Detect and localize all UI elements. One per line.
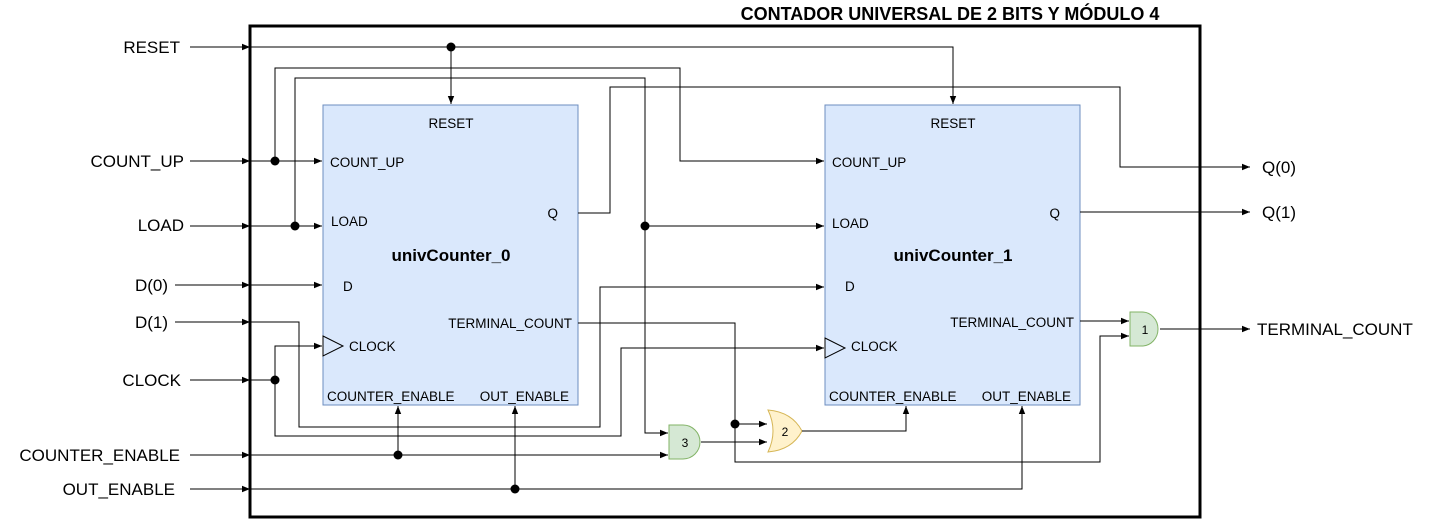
- and-gate-1-label: 1: [1142, 323, 1149, 337]
- counter-1-pin-out-enable: OUT_ENABLE: [982, 389, 1071, 404]
- counter-0-pin-clock: CLOCK: [349, 339, 396, 354]
- input-label-load: LOAD: [138, 216, 184, 235]
- input-label-d1: D(1): [135, 313, 168, 332]
- wire-clock-to-c1: [274, 344, 824, 437]
- input-label-out-enable: OUT_ENABLE: [63, 480, 175, 499]
- or-gate-2-label: 2: [782, 425, 789, 439]
- counter-0-block[interactable]: [322, 104, 579, 406]
- output-label-q1: Q(1): [1262, 203, 1296, 222]
- junction-dot: [730, 419, 740, 429]
- counter-0-pin-count-up: COUNT_UP: [330, 155, 404, 170]
- counter-0-pin-out-enable: OUT_ENABLE: [480, 389, 569, 404]
- wire-or2-to-c1-enable: [802, 406, 910, 432]
- wire-load-to-and3: [294, 77, 668, 437]
- counter-1-pin-load: LOAD: [832, 216, 869, 231]
- counter-1-pin-reset: RESET: [930, 116, 975, 131]
- and-gate-1[interactable]: [1129, 311, 1159, 347]
- counter-0-pin-terminal-count: TERMINAL_COUNT: [448, 316, 572, 331]
- input-label-count-up: COUNT_UP: [90, 152, 184, 171]
- junction-dot: [270, 156, 280, 166]
- counter-0-pin-load: LOAD: [331, 214, 368, 229]
- output-label-terminal-count: TERMINAL_COUNT: [1257, 320, 1413, 339]
- wire-tc0-to-and1: [578, 322, 1129, 463]
- junction-dot: [510, 484, 520, 494]
- counter-1-pin-d: D: [845, 279, 855, 294]
- counter-1-block[interactable]: [824, 104, 1081, 406]
- output-label-q0: Q(0): [1262, 158, 1296, 177]
- counter-1-pin-counter-enable: COUNTER_ENABLE: [829, 389, 957, 404]
- counter-0-pin-q: Q: [547, 206, 558, 221]
- wire-d1-to-c1: [250, 283, 824, 428]
- diagram-title: CONTADOR UNIVERSAL DE 2 BITS Y MÓDULO 4: [741, 3, 1160, 24]
- wire-reset-to-c1: [250, 46, 957, 104]
- junction-dot: [393, 450, 403, 460]
- input-label-reset: RESET: [123, 38, 180, 57]
- wire-count-up-to-c1: [274, 67, 824, 165]
- counter-1-name: univCounter_1: [893, 246, 1012, 265]
- wire-q0-out: [578, 86, 1250, 214]
- counter-1-pin-clock: CLOCK: [851, 339, 898, 354]
- counter-0-name: univCounter_0: [391, 246, 510, 265]
- clock-triangle-icon: [824, 337, 847, 359]
- and-gate-3-label: 3: [682, 436, 689, 450]
- counter-0-pin-d: D: [343, 279, 353, 294]
- module-border: [248, 24, 1202, 519]
- input-label-d0: D(0): [135, 276, 168, 295]
- clock-triangle-icon: [322, 335, 345, 357]
- counter-1-pin-count-up: COUNT_UP: [832, 155, 906, 170]
- input-label-counter-enable: COUNTER_ENABLE: [19, 446, 180, 465]
- wire-out-enable-to-c1: [250, 406, 1026, 490]
- junction-dot: [290, 221, 300, 231]
- counter-1-pin-terminal-count: TERMINAL_COUNT: [950, 315, 1074, 330]
- junction-dot: [446, 42, 456, 52]
- and-gate-3[interactable]: [668, 424, 701, 460]
- counter-0-pin-reset: RESET: [428, 116, 473, 131]
- junction-dot: [640, 221, 650, 231]
- or-gate-2[interactable]: [767, 409, 803, 453]
- junction-dot: [270, 375, 280, 385]
- counter-0-pin-counter-enable: COUNTER_ENABLE: [327, 389, 455, 404]
- counter-1-pin-q: Q: [1049, 206, 1060, 221]
- wire-clock-to-c0: [250, 342, 322, 381]
- input-label-clock: CLOCK: [122, 371, 181, 390]
